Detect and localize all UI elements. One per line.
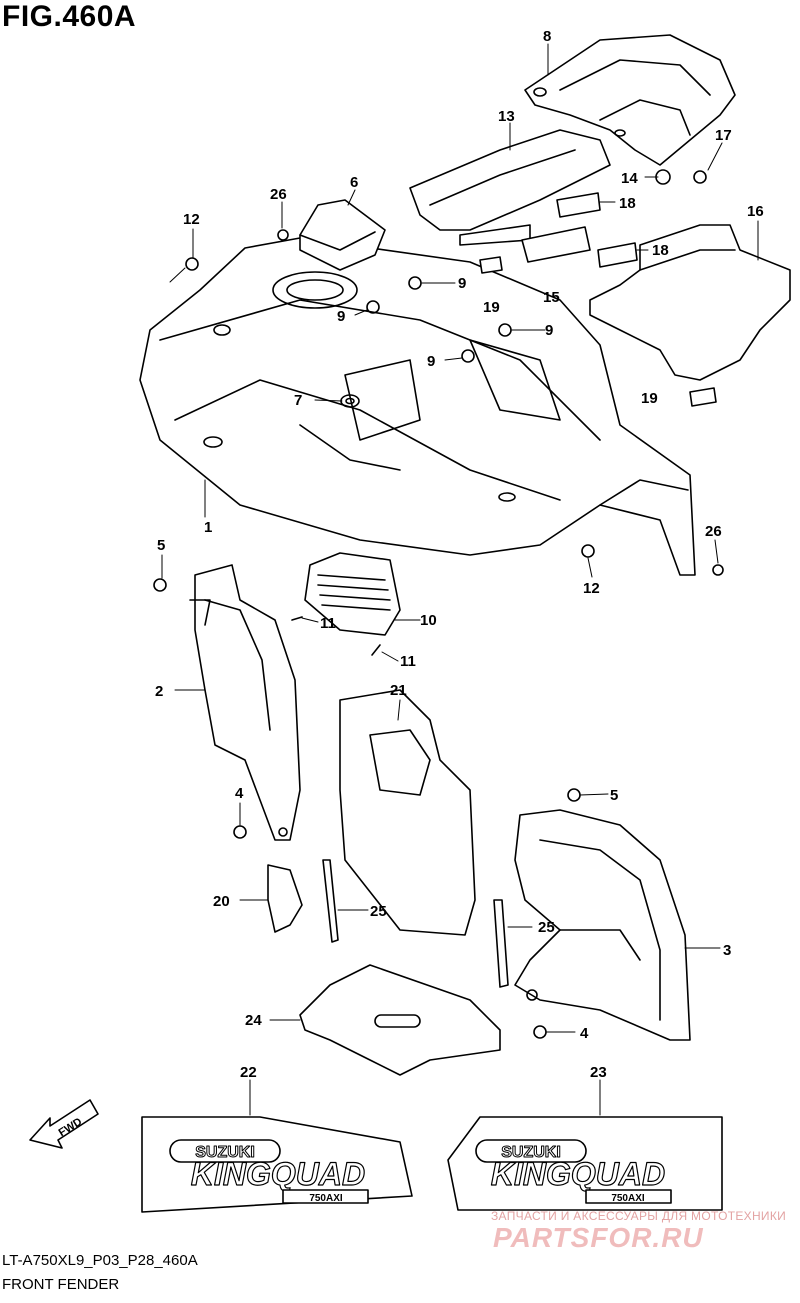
callout-26a: 26	[270, 186, 287, 203]
pad-part-19b	[689, 387, 717, 407]
left-inner-fender-part-2	[189, 564, 301, 841]
clip-12-a	[185, 257, 199, 271]
figure-title: FIG.460A	[2, 0, 137, 33]
callout-3: 3	[723, 942, 731, 959]
decal-part-23: SUZUKI KINGQUAD 750AXI	[447, 1116, 723, 1211]
bolt-9-a	[408, 276, 422, 290]
mud-flap-part-21	[339, 689, 476, 936]
callout-21: 21	[390, 682, 407, 699]
callout-12b: 12	[583, 580, 600, 597]
figure-code: LT-A750XL9_P03_P28_460A	[2, 1252, 198, 1269]
callout-13: 13	[498, 108, 515, 125]
callout-9b: 9	[337, 308, 345, 325]
pad-part-15	[521, 226, 591, 263]
clip-26-a	[277, 229, 289, 241]
callout-2: 2	[155, 683, 163, 700]
callout-5b: 5	[610, 787, 618, 804]
decal-22-brand: SUZUKI	[195, 1144, 255, 1161]
bolt-9-d	[461, 349, 475, 363]
figure-name: FRONT FENDER	[2, 1276, 120, 1293]
panel-part-16	[589, 224, 791, 381]
callout-6: 6	[350, 174, 358, 191]
callout-24: 24	[245, 1012, 262, 1029]
bolt-9-c	[498, 323, 512, 337]
callout-4a: 4	[235, 785, 244, 802]
callout-20: 20	[213, 893, 230, 910]
right-inner-fender-part-3	[514, 809, 691, 1041]
callout-labels: 1 2 3 4 4 5 5 6 7 8 9 9 9 9 9 10 11 11 1…	[155, 28, 764, 1081]
clip-12-b	[581, 544, 595, 558]
clip-5-b	[567, 788, 581, 802]
decal-22-sub: 750AXI	[309, 1193, 343, 1204]
pad-part-18b	[597, 242, 638, 268]
callout-9d: 9	[427, 353, 435, 370]
callout-18a: 18	[619, 195, 636, 212]
callout-12a: 12	[183, 211, 200, 228]
tie-strap-25a	[322, 859, 339, 943]
nut-4-a	[233, 825, 247, 839]
fwd-arrow: FWD	[29, 1099, 99, 1149]
decal-23-sub: 750AXI	[611, 1193, 645, 1204]
clip-17	[693, 170, 707, 184]
front-fender-part-1	[139, 237, 696, 576]
callout-23: 23	[590, 1064, 607, 1081]
bolt-9-b	[366, 300, 380, 314]
callout-26b: 26	[705, 523, 722, 540]
bracket-part-13	[409, 129, 611, 246]
rear-cover-part-8	[524, 34, 736, 166]
grille-part-10	[304, 552, 401, 636]
callout-14: 14	[621, 170, 638, 187]
callout-9a: 9	[458, 275, 466, 292]
callout-10: 10	[420, 612, 437, 629]
callout-4b: 4	[580, 1025, 589, 1042]
screw-11-b	[371, 644, 381, 656]
pad-part-19a	[479, 256, 503, 274]
callout-25b: 25	[538, 919, 555, 936]
callout-22: 22	[240, 1064, 257, 1081]
callout-9c: 9	[545, 322, 553, 339]
decal-23-brand: SUZUKI	[501, 1144, 561, 1161]
callout-11a: 11	[320, 615, 336, 632]
clip-26-b	[712, 564, 724, 576]
watermark-logo: PARTSFOR.RU	[493, 1222, 704, 1253]
callout-18b: 18	[652, 242, 669, 259]
callout-16: 16	[747, 203, 764, 220]
screw-11-a	[291, 616, 303, 621]
tie-strap-25b	[493, 899, 509, 988]
plate-part-24	[299, 964, 501, 1076]
callout-11b: 11	[400, 653, 416, 670]
leader-lines	[161, 43, 759, 1116]
callout-1: 1	[204, 519, 212, 536]
bracket-part-20	[267, 864, 303, 933]
callout-15: 15	[543, 289, 560, 306]
decal-23-model: KINGQUAD	[491, 1156, 665, 1192]
callout-8: 8	[543, 28, 551, 45]
callout-17: 17	[715, 127, 732, 144]
callout-7: 7	[294, 392, 302, 409]
callout-25a: 25	[370, 903, 387, 920]
pad-part-18a	[556, 192, 601, 218]
cover-part-6	[299, 199, 386, 271]
callout-19b: 19	[641, 390, 658, 407]
decal-part-22: SUZUKI KINGQUAD 750AXI	[141, 1116, 413, 1213]
callout-19a: 19	[483, 299, 500, 316]
nut-4-b	[533, 1025, 547, 1039]
watermark-tagline: ЗАПЧАСТИ И АКСЕССУАРЫ ДЛЯ МОТОТЕХНИКИ	[491, 1209, 787, 1223]
callout-5a: 5	[157, 537, 165, 554]
clip-5-a	[153, 578, 167, 592]
decal-22-model: KINGQUAD	[191, 1156, 365, 1192]
